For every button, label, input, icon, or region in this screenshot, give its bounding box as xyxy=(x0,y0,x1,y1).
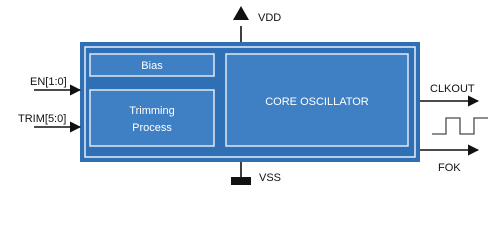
bias-label: Bias xyxy=(141,60,163,72)
core-oscillator-label: CORE OSCILLATOR xyxy=(265,96,369,108)
outer-block-border xyxy=(84,46,416,158)
trimming-label-line1: Trimming xyxy=(129,105,174,117)
clock-waveform-icon xyxy=(432,117,488,135)
fok-label: FOK xyxy=(438,162,461,174)
trimming-label-line2: Process xyxy=(132,122,172,134)
vdd-label: VDD xyxy=(258,12,281,24)
bias-block xyxy=(89,53,215,77)
vss-ground-icon xyxy=(231,177,251,185)
trimming-process-block xyxy=(89,89,215,147)
core-oscillator-block xyxy=(225,53,409,147)
trim-label: TRIM[5:0] xyxy=(18,113,66,125)
diagram-canvas: VDD Bias Trimming Process CORE OSCILLATO… xyxy=(18,6,488,185)
vdd-triangle-icon xyxy=(233,6,249,20)
clkout-label: CLKOUT xyxy=(430,83,475,95)
en-label: EN[1:0] xyxy=(30,76,67,88)
vss-label: VSS xyxy=(259,172,281,184)
diagram-svg: VDD Bias Trimming Process CORE OSCILLATO… xyxy=(18,6,488,185)
